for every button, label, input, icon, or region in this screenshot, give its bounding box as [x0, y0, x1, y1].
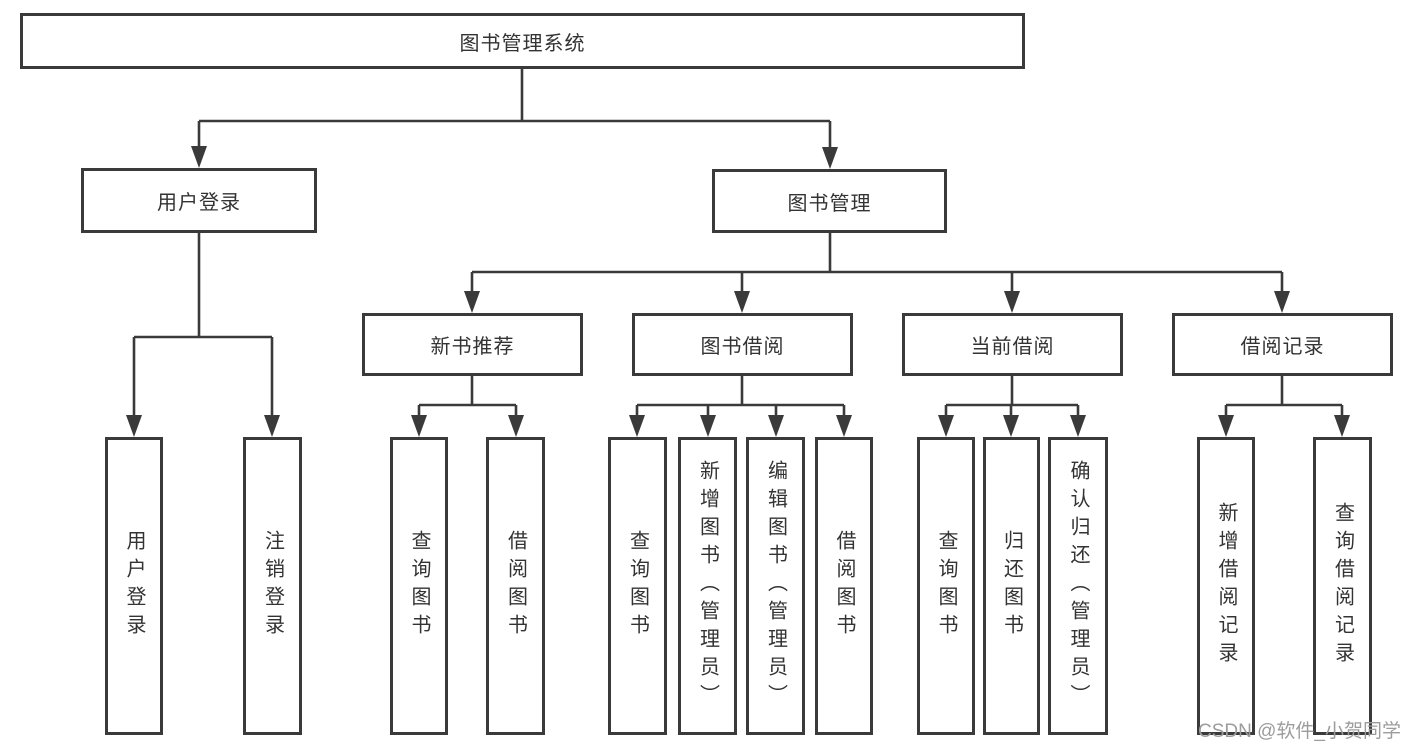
- arrowhead: [629, 415, 645, 437]
- leaf-label: 注销登录: [261, 530, 284, 642]
- node-label: 图书借阅: [700, 336, 785, 358]
- node-library-management-system: 图书管理系统: [20, 13, 1025, 69]
- arrowhead: [411, 415, 427, 437]
- arrowhead: [264, 415, 280, 437]
- arrowhead: [1070, 415, 1086, 437]
- csdn-watermark: CSDN @软件_小贺同学: [1198, 721, 1401, 742]
- node-borrow-records: 借阅记录: [1172, 313, 1393, 376]
- connector-book-borrow-children: [635, 376, 846, 419]
- leaf-label: 用户登录: [123, 530, 145, 642]
- arrowhead: [822, 147, 838, 169]
- leaf-user-login: 用户登录: [105, 437, 163, 735]
- leaf-query-books-current: 查询图书: [917, 437, 975, 735]
- node-book-management: 图书管理: [712, 169, 947, 233]
- leaf-label: 新增图书（管理员）: [696, 460, 719, 712]
- node-current-borrow: 当前借阅: [902, 313, 1123, 376]
- leaf-query-borrow-record: 查询借阅记录: [1313, 437, 1372, 735]
- leaf-add-borrow-record: 新增借阅记录: [1197, 437, 1255, 735]
- leaf-logout: 注销登录: [243, 437, 302, 735]
- leaf-label: 编辑图书（管理员）: [764, 460, 787, 712]
- arrowhead: [464, 291, 480, 313]
- arrowhead: [836, 415, 852, 437]
- leaf-label: 查询图书: [408, 530, 430, 642]
- node-label: 用户登录: [157, 192, 241, 214]
- arrowhead: [938, 415, 954, 437]
- leaf-borrow-books: 借阅图书: [815, 437, 873, 735]
- node-label: 借阅记录: [1240, 336, 1325, 358]
- leaf-add-book-admin: 新增图书（管理员）: [678, 437, 737, 735]
- arrowhead: [734, 291, 750, 313]
- leaf-label: 借阅图书: [833, 530, 855, 642]
- connector-borrow-records-children: [1224, 376, 1344, 419]
- arrowhead: [191, 146, 207, 168]
- arrowhead: [126, 415, 142, 437]
- leaf-query-books-borrow: 查询图书: [608, 437, 667, 735]
- connector-root-to-level2: [197, 69, 832, 151]
- arrowhead: [508, 415, 524, 437]
- leaf-label: 确认归还（管理员）: [1067, 460, 1089, 712]
- arrowhead: [700, 415, 716, 437]
- arrowhead: [1334, 415, 1350, 437]
- arrowhead: [1218, 415, 1234, 437]
- node-label: 当前借阅: [970, 336, 1055, 358]
- leaf-label: 查询图书: [935, 530, 957, 642]
- node-label: 图书管理系统: [459, 32, 586, 55]
- leaf-confirm-return-admin: 确认归还（管理员）: [1048, 437, 1108, 735]
- arrowhead: [768, 415, 784, 437]
- leaf-label: 新增借阅记录: [1215, 502, 1237, 670]
- connector-book-management-children: [470, 233, 1284, 295]
- leaf-borrow-books-recommend: 借阅图书: [486, 437, 545, 735]
- leaf-label: 查询图书: [626, 530, 649, 642]
- leaf-return-books: 归还图书: [983, 437, 1040, 735]
- connector-current-borrow-children: [944, 376, 1080, 419]
- leaf-label: 归还图书: [1000, 530, 1023, 642]
- arrowhead: [1274, 291, 1290, 313]
- leaf-label: 借阅图书: [504, 530, 527, 642]
- leaf-query-books-recommend: 查询图书: [390, 437, 448, 735]
- node-label: 新书推荐: [430, 336, 515, 358]
- node-book-borrow: 图书借阅: [632, 313, 853, 376]
- node-user-login: 用户登录: [81, 168, 317, 233]
- arrowhead: [1004, 291, 1020, 313]
- connector-user-login-children: [132, 233, 274, 419]
- leaf-edit-book-admin: 编辑图书（管理员）: [746, 437, 805, 735]
- arrowhead: [1003, 415, 1019, 437]
- leaf-label: 查询借阅记录: [1331, 502, 1354, 670]
- node-label: 图书管理: [787, 192, 872, 215]
- connector-new-book-recommend-children: [417, 376, 518, 419]
- node-new-book-recommend: 新书推荐: [362, 313, 583, 376]
